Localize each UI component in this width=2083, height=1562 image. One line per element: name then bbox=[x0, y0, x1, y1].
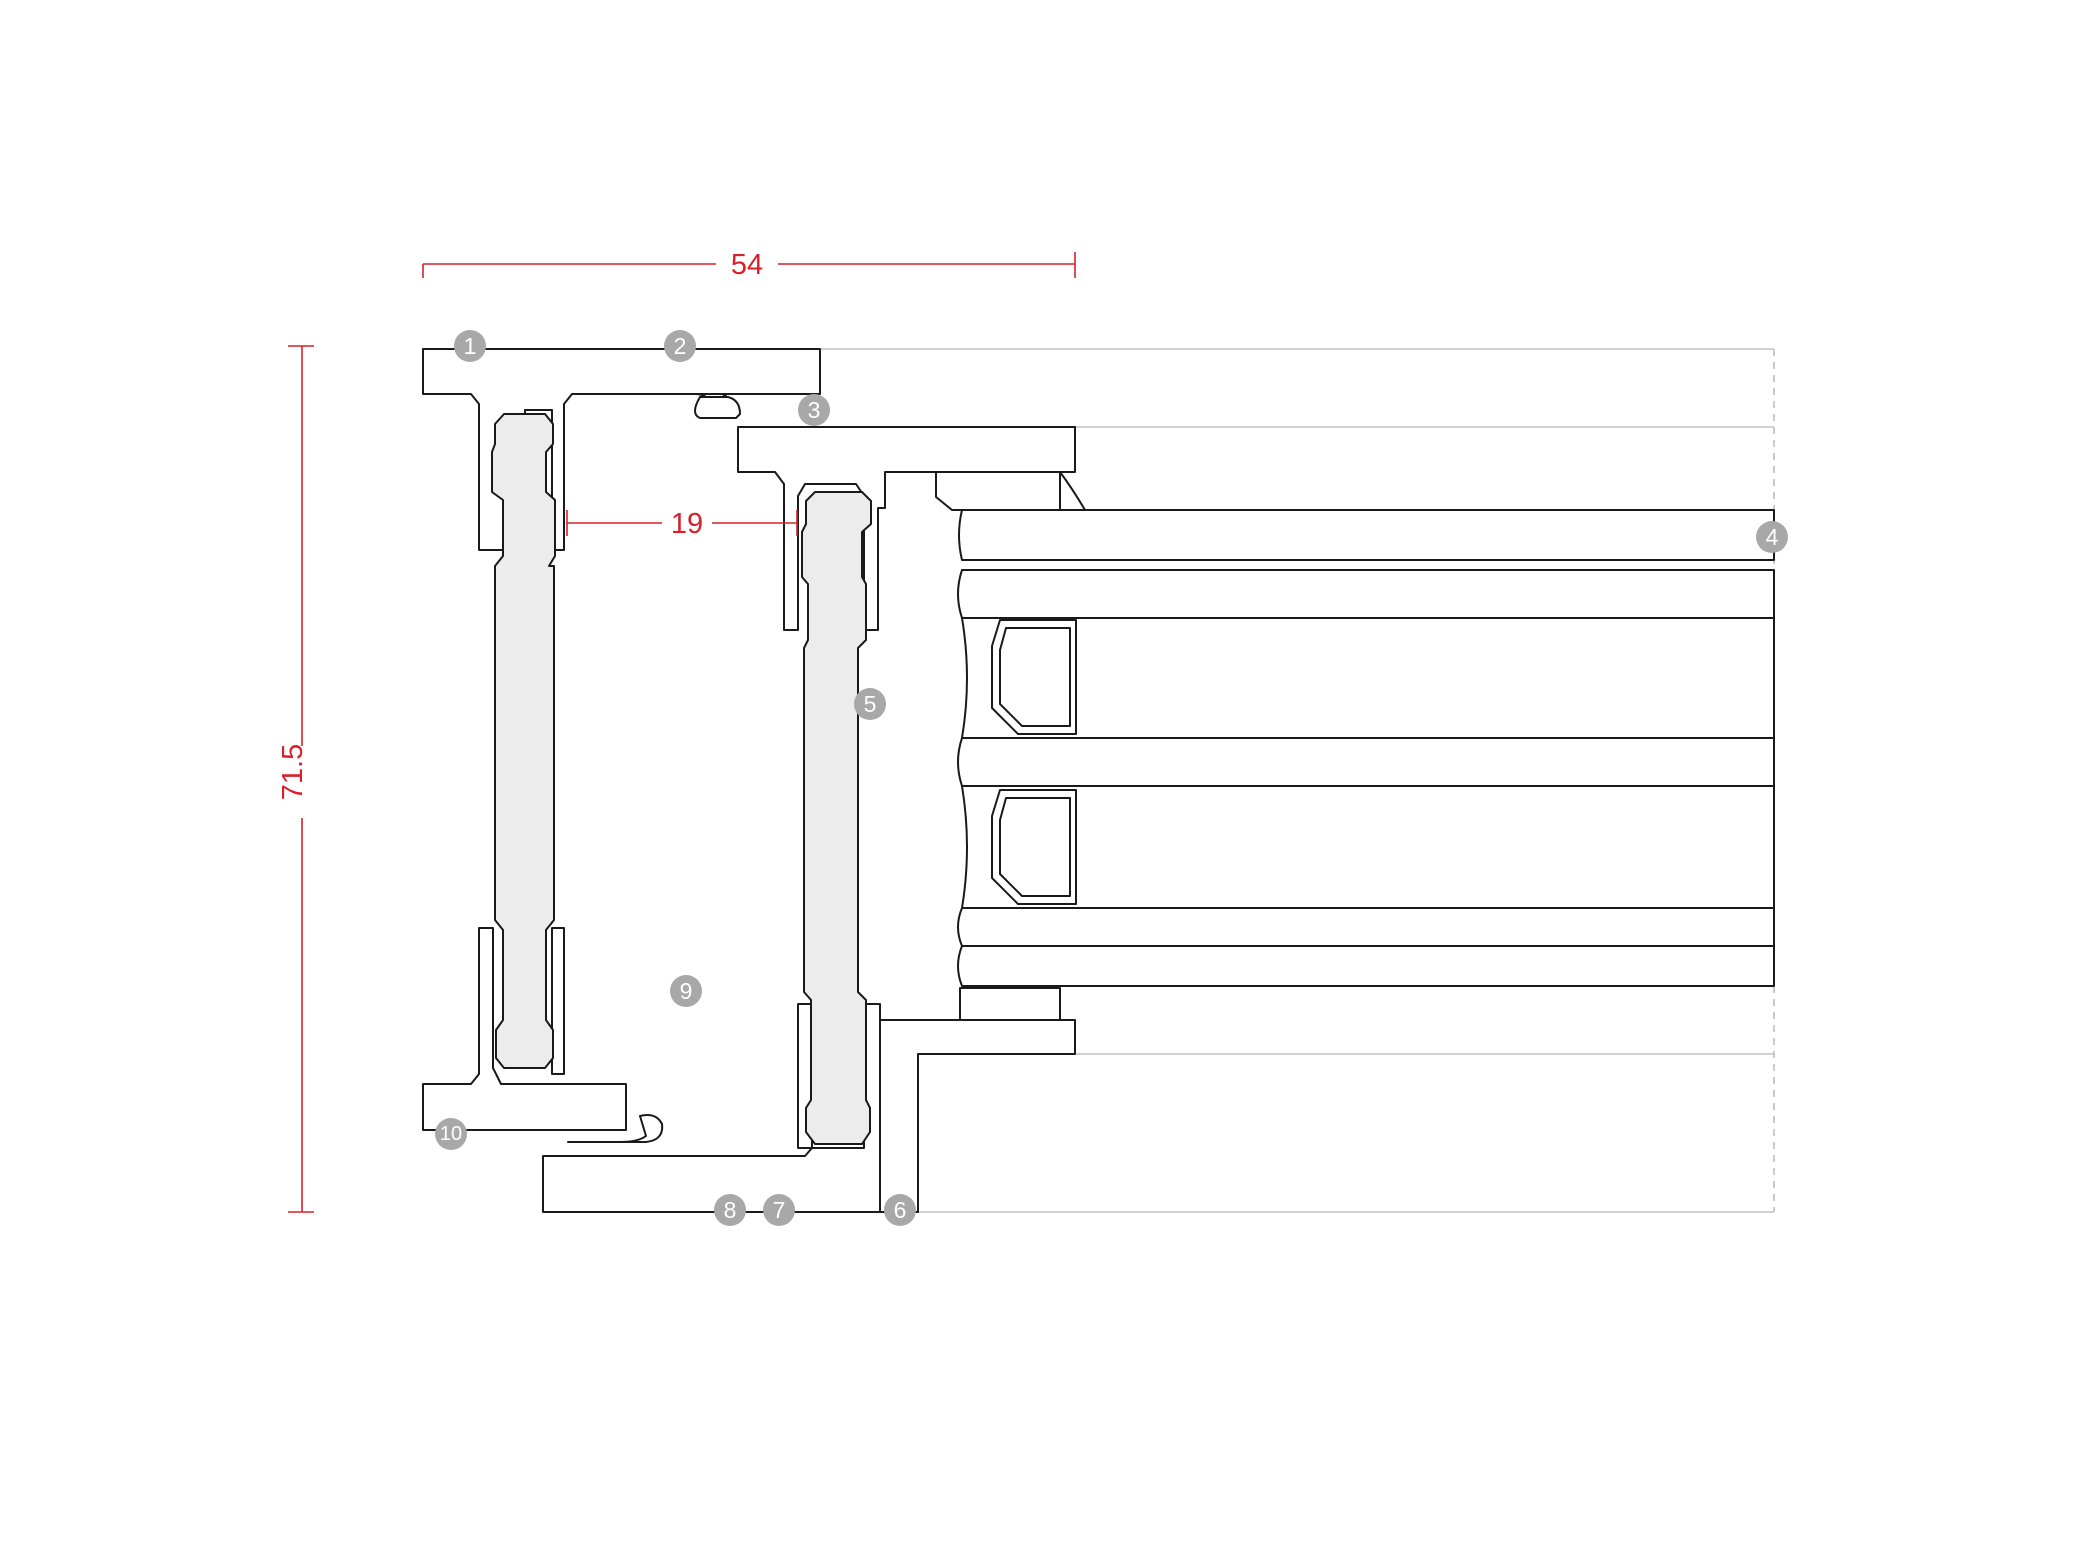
glazing-panel-layers bbox=[957, 509, 1775, 987]
svg-text:6: 6 bbox=[894, 1197, 907, 1223]
gap-dimension: 19 bbox=[566, 508, 798, 540]
svg-text:2: 2 bbox=[674, 333, 687, 359]
height-dimension: 71.5 bbox=[277, 345, 314, 1213]
svg-text:4: 4 bbox=[1766, 524, 1779, 550]
svg-text:10: 10 bbox=[440, 1123, 462, 1145]
callout-9: 9 bbox=[670, 975, 702, 1007]
inner-sash-profile bbox=[542, 426, 1086, 1213]
svg-text:8: 8 bbox=[724, 1197, 737, 1223]
callout-6: 6 bbox=[884, 1194, 916, 1226]
callout-3: 3 bbox=[798, 394, 830, 426]
width-dimension-label: 54 bbox=[731, 249, 763, 281]
gap-dimension-label: 19 bbox=[671, 508, 703, 540]
callout-2: 2 bbox=[664, 330, 696, 362]
callouts: 1 2 3 4 5 6 7 8 bbox=[435, 330, 1788, 1226]
svg-text:1: 1 bbox=[464, 333, 477, 359]
callout-5: 5 bbox=[854, 688, 886, 720]
svg-text:7: 7 bbox=[773, 1197, 786, 1223]
svg-text:3: 3 bbox=[808, 397, 821, 423]
svg-text:5: 5 bbox=[864, 691, 877, 717]
callout-1: 1 bbox=[454, 330, 486, 362]
svg-text:9: 9 bbox=[680, 978, 693, 1004]
callout-4: 4 bbox=[1756, 521, 1788, 553]
height-dimension-label: 71.5 bbox=[277, 744, 309, 800]
outer-sash-profile bbox=[422, 348, 821, 1143]
callout-8: 8 bbox=[714, 1194, 746, 1226]
callout-10: 10 bbox=[435, 1118, 467, 1150]
width-dimension: 54 bbox=[422, 249, 1076, 281]
callout-7: 7 bbox=[763, 1194, 795, 1226]
